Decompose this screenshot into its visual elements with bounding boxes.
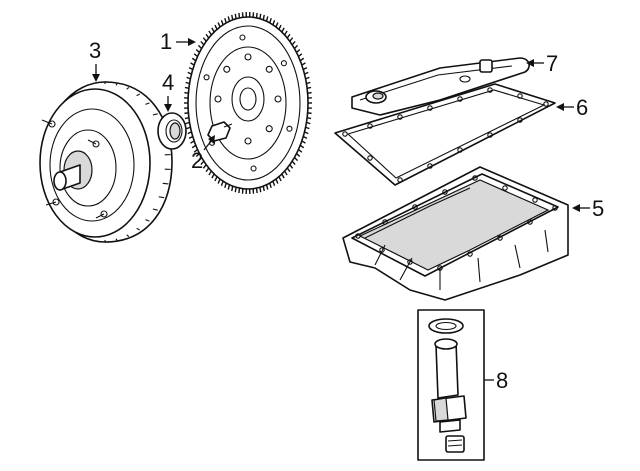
callout-4: 4 [162,70,174,112]
callout-label: 6 [576,95,588,120]
callout-1: 1 [160,29,196,54]
callout-label: 3 [89,38,101,63]
pan-gasket [334,83,556,186]
callout-6: 6 [556,95,588,120]
torque-converter [39,81,173,243]
callout-3: 3 [89,38,101,82]
callout-5: 5 [572,196,604,221]
callout-7: 7 [526,51,558,76]
callout-label: 2 [191,148,203,173]
transmission-filter [351,57,530,116]
callout-label: 4 [162,70,174,95]
oil-pan [342,166,569,301]
callout-label: 7 [546,51,558,76]
callout-8: 8 [484,368,508,393]
callout-2: 2 [191,135,215,173]
callout-label: 1 [160,29,172,54]
callout-label: 8 [496,368,508,393]
callout-label: 5 [592,196,604,221]
drain-plug-kit [417,309,485,461]
flexplate [184,12,312,194]
seal [157,112,187,150]
